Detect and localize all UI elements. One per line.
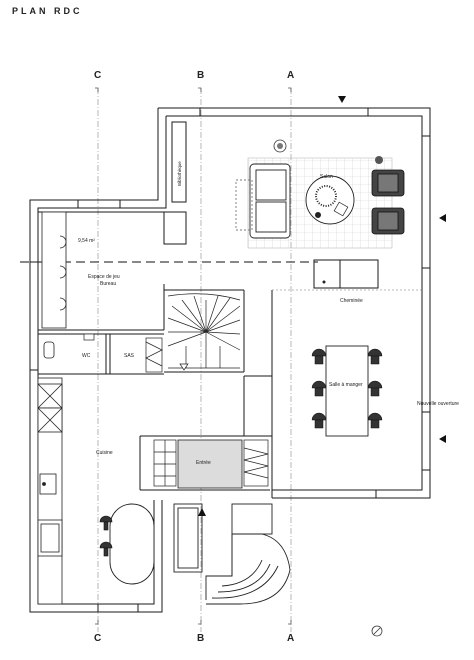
stools [59,235,67,311]
room-label-cuisine: Cuisine [96,450,113,456]
entree-floor [177,439,243,489]
staircase [167,293,241,369]
room-label-bibliotheque: Bibliothèque [177,161,182,186]
view-marker-right-1-icon [439,214,446,222]
coffee-table [305,175,355,225]
section-label-c-bottom: C [94,633,101,644]
window-jambs [30,108,430,612]
room-label-cheminee: Cheminée [340,298,363,304]
plan-title: PLAN RDC [12,6,83,16]
armchairs [371,169,405,235]
area-label: 9,54 m² [78,238,95,244]
section-label-b-top: B [197,70,204,81]
round-rug-icon [315,185,337,207]
section-label-a-bottom: A [287,633,294,644]
view-marker-right-2-icon [439,435,446,443]
label-nouvelle-ouverture: Nouvelle ouverture [417,401,459,407]
dining-chairs [311,348,383,429]
room-label-salle-a-manger: Salle à manger [329,382,363,388]
interior-walls [38,121,379,498]
porch [173,503,291,605]
kitchen-counter [37,377,63,605]
room-label-sas: SAS [124,353,135,359]
room-label-salon: Salon [320,174,333,180]
room-label-entree: Entrée [196,460,211,466]
section-brackets [95,87,292,625]
entry-arrow-icon [198,508,206,516]
section-label-c-top: C [94,70,101,81]
compass-icon [371,625,383,637]
room-label-bureau: Bureau [100,281,116,287]
kitchen-table [109,503,155,585]
sas-closet [145,337,163,373]
section-label-b-bottom: B [197,633,204,644]
sofa [235,163,291,239]
toilet-icon [43,341,55,359]
entree-storage [153,439,269,487]
dining-table [325,345,369,437]
view-markers [338,96,446,443]
room-label-espace-jeu: Espace de jeu [88,274,120,280]
stair-arrow-icon [179,363,189,371]
kitchen-stools [99,515,113,557]
room-label-wc: WC [82,353,91,359]
section-label-a-top: A [287,70,294,81]
view-marker-top-icon [338,96,346,103]
